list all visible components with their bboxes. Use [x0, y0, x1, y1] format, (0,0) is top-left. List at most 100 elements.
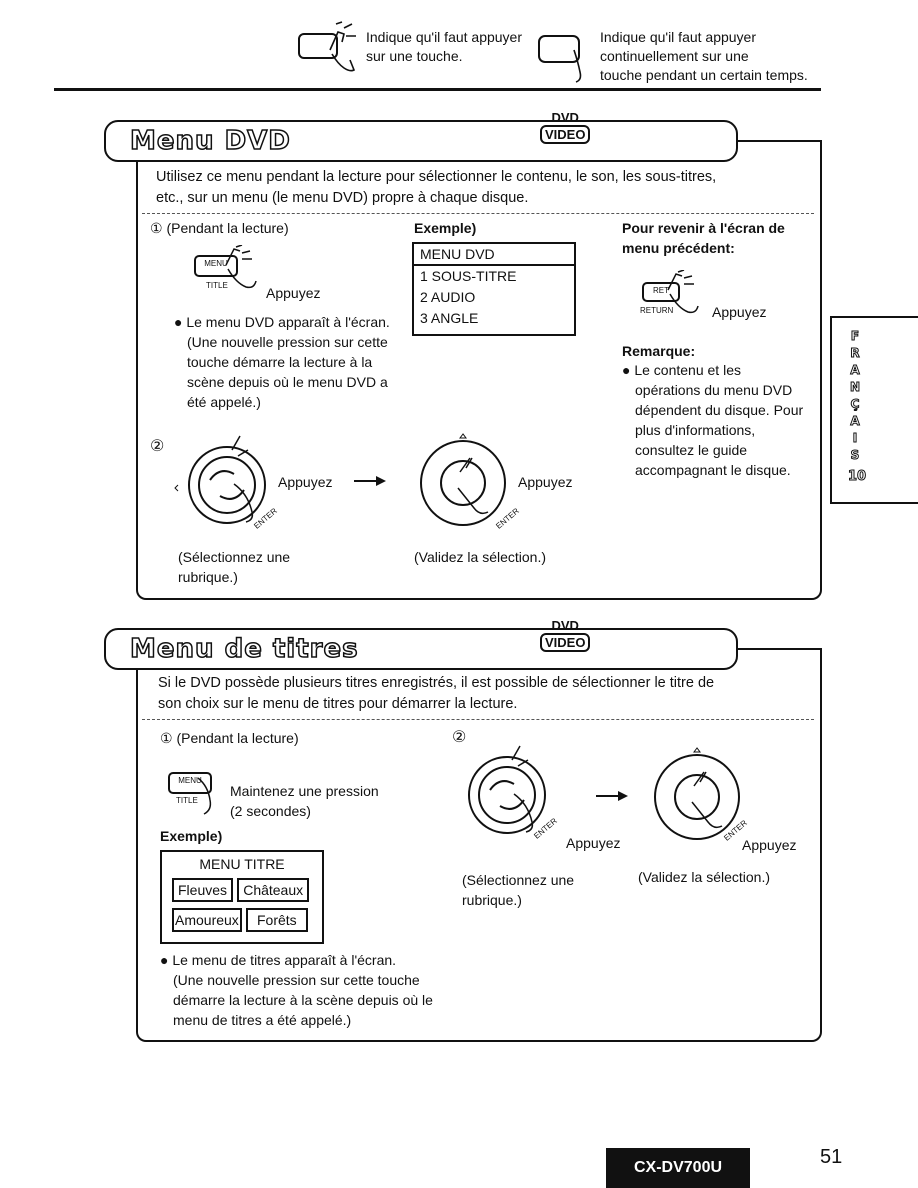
hold-legend-line3: touche pendant un certain temps.	[600, 67, 808, 83]
side-letter-2: R	[850, 346, 860, 361]
menu-titres-divider	[142, 719, 814, 720]
s2-hold-text-line1: Maintenez une pression	[230, 783, 379, 799]
menu-titres-top-right-line	[734, 648, 820, 650]
s2-hold-text-line2: (2 secondes)	[230, 803, 311, 819]
s2-step2-label: ②	[452, 729, 467, 746]
side-letter-1: F	[850, 329, 860, 344]
language-side-tab	[830, 316, 918, 504]
side-letter-5: Ç	[850, 397, 860, 412]
s1-example-menu-item3: 3 ANGLE	[420, 310, 479, 326]
s1-step1-press: Appuyez	[266, 285, 321, 301]
menu-dvd-title-tab: Menu DVD	[104, 120, 738, 162]
s2-item-chateaux[interactable]: Châteaux	[237, 878, 310, 902]
s1-return-heading: Pour revenir à l'écran de menu précédent…	[622, 218, 785, 258]
s2-menu-key-label: MENU	[178, 776, 202, 785]
s2-example-menu: MENU TITRE Fleuves Châteaux Amoureux For…	[160, 850, 324, 944]
s1-remark-line2: opérations du menu DVD	[635, 382, 793, 398]
s2-hold-text: Maintenez une pression (2 secondes)	[230, 781, 379, 821]
s1-bullet-line1: ● Le menu DVD apparaît à l'écran.	[174, 314, 390, 330]
press-hand-icon	[298, 21, 356, 72]
s2-joystick-rotate-icon[interactable]	[452, 740, 562, 850]
s2-item-amoureux[interactable]: Amoureux	[172, 908, 242, 932]
press-legend: Indique qu'il faut appuyer sur une touch…	[296, 20, 536, 84]
s2-step2-press-2: Appuyez	[742, 837, 797, 853]
s1-step2-press-1: Appuyez	[278, 474, 333, 490]
dvd-badge-text-2: DVD	[551, 618, 579, 633]
menu-dvd-title: Menu DVD	[129, 125, 291, 157]
s1-remark-line6: accompagnant le disque.	[635, 462, 791, 478]
s2-select-caption-line2: rubrique.)	[462, 892, 522, 908]
s1-return-press-hand-icon	[667, 270, 699, 314]
s1-remark-title: Remarque:	[622, 343, 696, 359]
s1-remark-line3: dépendent du disque. Pour	[635, 402, 804, 418]
side-letter-3: A	[850, 363, 860, 378]
menu-titres-intro: Si le DVD possède plusieurs titres enreg…	[158, 673, 808, 715]
s1-return-heading-line1: Pour revenir à l'écran de	[622, 220, 785, 236]
s1-bullet-line4: scène depuis où le menu DVD a	[187, 374, 388, 390]
hold-legend: Indique qu'il faut appuyer continuelleme…	[536, 20, 836, 84]
s1-joystick-enter-icon[interactable]	[408, 428, 518, 538]
s2-example-menu-title: MENU TITRE	[199, 856, 285, 872]
menu-dvd-intro: Utilisez ce menu pendant la lecture pour…	[156, 167, 806, 209]
s1-step2-label: ②	[150, 438, 165, 455]
s2-bullet-line2: (Une nouvelle pression sur cette touche	[173, 972, 420, 988]
s1-remark-line4: plus d'informations,	[635, 422, 756, 438]
menu-dvd-divider	[142, 213, 814, 214]
language-tab-letters: F R A N Ç A I S	[843, 328, 867, 464]
s2-select-caption-line1: (Sélectionnez une	[462, 872, 575, 888]
s2-bullet-line1: ● Le menu de titres apparaît à l'écran.	[160, 952, 397, 968]
s1-select-caption: (Sélectionnez une rubrique.)	[178, 547, 290, 587]
s2-item-fleuves[interactable]: Fleuves	[172, 878, 234, 902]
hold-legend-line2: continuellement sur une	[600, 48, 749, 64]
s2-bullet-line3: démarre la lecture à la scène depuis où …	[173, 992, 433, 1008]
s1-step1-label: ① (Pendant la lecture)	[150, 220, 289, 236]
s1-example-menu-item2: 2 AUDIO	[420, 289, 476, 305]
s2-menu-key[interactable]: MENU	[168, 772, 212, 794]
header-rule	[54, 88, 821, 91]
side-letter-8: S	[850, 448, 860, 463]
s1-menu-key[interactable]: MENU	[194, 255, 238, 277]
s1-menu-key-label: MENU	[204, 259, 228, 268]
s1-remark-line1: ● Le contenu et les	[622, 362, 741, 378]
menu-dvd-top-right-line	[734, 140, 820, 142]
side-letter-4: N	[849, 380, 861, 395]
video-badge-text: VIDEO	[540, 125, 591, 144]
s1-select-caption-line1: (Sélectionnez une	[178, 549, 291, 565]
hold-hand-icon	[538, 35, 582, 83]
side-letter-6: A	[850, 414, 860, 429]
s1-joystick-rotate-icon[interactable]	[172, 430, 282, 540]
s2-arrow-icon	[596, 791, 628, 801]
s2-joystick-enter-icon[interactable]	[642, 742, 752, 852]
menu-titres-title: Menu de titres	[129, 633, 359, 665]
page-number: 51	[820, 1146, 843, 1168]
s1-title-key-label: TITLE	[206, 281, 228, 290]
s1-bullet-line5: été appelé.)	[187, 394, 261, 410]
s1-return-key[interactable]: RET	[642, 282, 680, 302]
s1-step2-press-2: Appuyez	[518, 474, 573, 490]
hold-legend-line1: Indique qu'il faut appuyer	[600, 29, 757, 45]
s2-select-caption: (Sélectionnez une rubrique.)	[462, 870, 574, 910]
side-tab-number: 10	[847, 469, 867, 485]
menu-titres-intro-line2: son choix sur le menu de titres pour dém…	[158, 696, 518, 712]
menu-dvd-intro-line1: Utilisez ce menu pendant la lecture pour…	[156, 169, 717, 185]
s1-example-label: Exemple)	[414, 220, 477, 236]
press-legend-line2: sur une touche.	[366, 48, 463, 64]
s1-return-press: Appuyez	[712, 304, 767, 320]
dvd-badge-text: DVD	[551, 110, 579, 125]
s2-step2-press-1: Appuyez	[566, 835, 621, 851]
s1-return-heading-line2: menu précédent:	[622, 240, 735, 256]
s1-ret-key-label: RET	[653, 286, 669, 295]
s1-bullet-line3: touche démarre la lecture à la	[187, 354, 373, 370]
press-legend-line1: Indique qu'il faut appuyer	[366, 29, 523, 45]
s2-item-forets[interactable]: Forêts	[245, 908, 308, 932]
s2-bullet: ● Le menu de titres apparaît à l'écran. …	[160, 950, 460, 1030]
s2-bullet-line4: menu de titres a été appelé.)	[173, 1012, 352, 1028]
menu-titres-frame	[136, 648, 822, 1042]
s2-hold-hand-icon	[197, 777, 212, 815]
s1-return-key-label: RETURN	[640, 306, 674, 315]
s1-bullet: ● Le menu DVD apparaît à l'écran. (Une n…	[174, 312, 414, 412]
s1-example-menu-title: MENU DVD	[414, 244, 574, 266]
menu-dvd-intro-line2: etc., sur un menu (le menu DVD) propre à…	[156, 190, 529, 206]
s2-title-key-label: TITLE	[176, 796, 198, 805]
s1-bullet-line2: (Une nouvelle pression sur cette	[187, 334, 388, 350]
